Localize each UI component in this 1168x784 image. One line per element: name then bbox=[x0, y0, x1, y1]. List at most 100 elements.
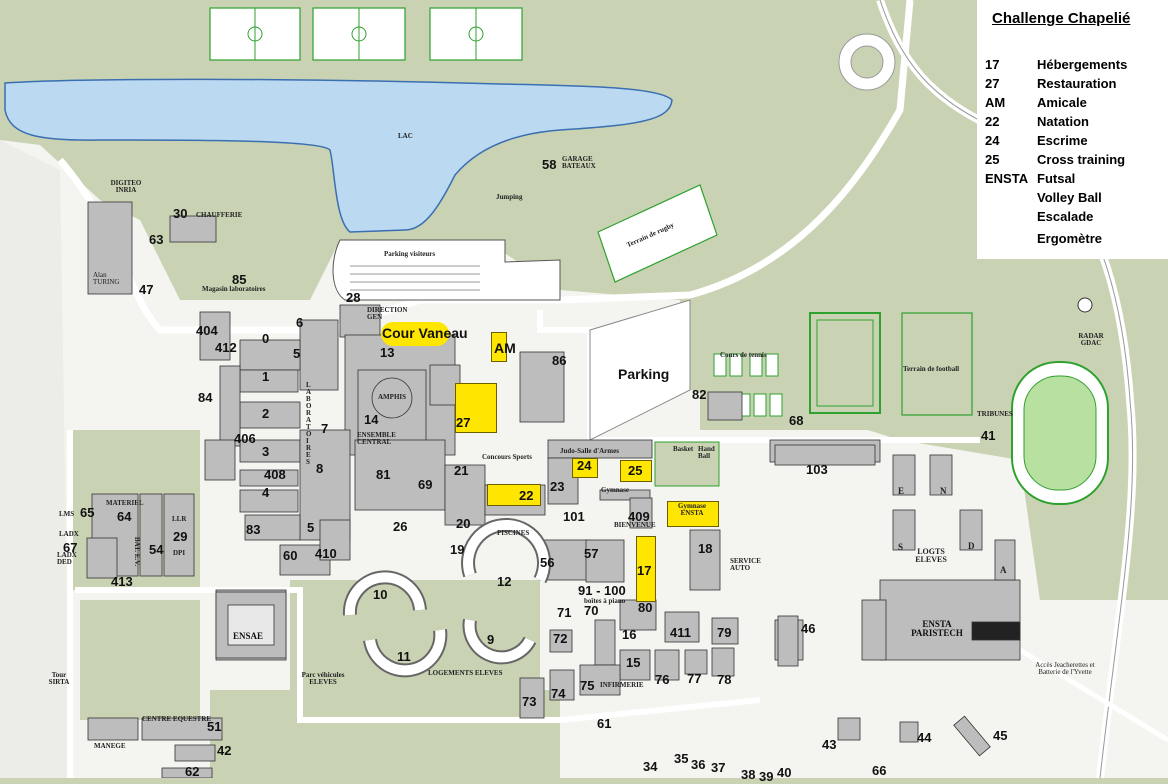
building-70: 70 bbox=[584, 603, 599, 618]
label-ladx: LADX bbox=[59, 530, 79, 538]
highlight-24 bbox=[572, 458, 598, 478]
label-radar: RADAR GDAC bbox=[1078, 332, 1104, 347]
label-chaufferie: CHAUFFERIE bbox=[196, 211, 243, 219]
building-44: 44 bbox=[917, 730, 932, 745]
label-ensae: ENSAE bbox=[233, 631, 264, 641]
label-gymnase: Gymnase bbox=[601, 486, 629, 494]
building-14: 14 bbox=[364, 412, 379, 427]
label-lac: LAC bbox=[398, 132, 413, 140]
legend-label: Amicale bbox=[1037, 95, 1087, 110]
building-408: 408 bbox=[264, 467, 286, 482]
building-404: 404 bbox=[196, 323, 218, 338]
legend-code: ENSTA bbox=[985, 171, 1029, 186]
label-laboratoires: LABORATOIRES bbox=[306, 381, 312, 466]
building-51: 51 bbox=[207, 719, 222, 734]
legend-row: Escalade bbox=[985, 209, 1093, 224]
building-81: 81 bbox=[376, 467, 391, 482]
building-4: 4 bbox=[262, 485, 270, 500]
label-magasin: Magasin laboratoires bbox=[202, 285, 266, 293]
building-83: 83 bbox=[246, 522, 261, 537]
label-parc-vehicules: Parc véhicules ELEVES bbox=[301, 671, 345, 686]
building-84: 84 bbox=[198, 390, 213, 405]
legend-row: Ergomètre bbox=[985, 231, 1102, 246]
building-23: 23 bbox=[550, 479, 565, 494]
legend-label: Futsal bbox=[1037, 171, 1076, 186]
label-am: AM bbox=[494, 340, 516, 356]
building-43: 43 bbox=[822, 737, 837, 752]
label-judo: Judo-Salle d'Armes bbox=[560, 447, 619, 455]
legend-label: Hébergements bbox=[1037, 57, 1128, 72]
label-s: S bbox=[898, 542, 904, 552]
label-a: A bbox=[1000, 565, 1007, 575]
label-bienvenue: BIENVENUE bbox=[614, 521, 656, 529]
building-5b: 5 bbox=[307, 520, 315, 535]
highlight-25 bbox=[620, 460, 652, 482]
legend-label: Escrime bbox=[1037, 133, 1088, 148]
building-34: 34 bbox=[643, 759, 658, 774]
label-cour-vaneau: Cour Vaneau bbox=[382, 325, 468, 341]
building-6: 6 bbox=[296, 315, 304, 330]
highlight-gymnase-ensta bbox=[667, 501, 719, 527]
label-logements-eleves: LOGEMENTS ELEVES bbox=[428, 669, 503, 677]
legend-label: Escalade bbox=[1037, 209, 1094, 224]
building-411: 411 bbox=[670, 625, 691, 640]
building-409: 409 bbox=[628, 509, 650, 524]
building-15: 15 bbox=[626, 655, 641, 670]
legend-title: Challenge Chapelié bbox=[992, 10, 1131, 27]
building-101: 101 bbox=[563, 509, 585, 524]
building-9: 9 bbox=[487, 632, 495, 647]
building-10: 10 bbox=[373, 587, 388, 602]
building-7: 7 bbox=[321, 421, 329, 436]
building-13: 13 bbox=[380, 345, 395, 360]
building-103: 103 bbox=[806, 462, 828, 477]
label-lms: LMS bbox=[59, 510, 75, 518]
label-manege: MANEGE bbox=[94, 742, 126, 750]
building-63: 63 bbox=[149, 232, 164, 247]
highlight-27 bbox=[455, 383, 497, 433]
label-basket: Basket bbox=[673, 445, 694, 453]
legend-row: ENSTA Futsal bbox=[985, 171, 1075, 186]
building-82: 82 bbox=[692, 387, 707, 402]
building-8: 8 bbox=[316, 461, 324, 476]
building-0: 0 bbox=[262, 331, 270, 346]
building-91-100: 91 - 100 bbox=[578, 583, 626, 598]
building-16: 16 bbox=[622, 627, 637, 642]
building-64: 64 bbox=[117, 509, 132, 524]
label-e: E bbox=[898, 486, 905, 496]
label-boites-piano: boîtes à piano bbox=[584, 597, 626, 605]
legend-label: Natation bbox=[1037, 114, 1089, 129]
building-68: 68 bbox=[789, 413, 804, 428]
building-67: 67 bbox=[63, 540, 78, 555]
building-37: 37 bbox=[711, 760, 726, 775]
label-25: 25 bbox=[628, 463, 643, 478]
label-digiteo: DIGITEO INRIA bbox=[110, 179, 142, 194]
legend-code: 25 bbox=[985, 152, 1000, 167]
legend-code: 24 bbox=[985, 133, 1000, 148]
label-n: N bbox=[940, 486, 947, 496]
building-29: 29 bbox=[173, 529, 188, 544]
building-20: 20 bbox=[456, 516, 471, 531]
building-57: 57 bbox=[584, 546, 599, 561]
building-77: 77 bbox=[687, 671, 702, 686]
legend-row: 24 Escrime bbox=[985, 133, 1088, 148]
building-76: 76 bbox=[655, 672, 670, 687]
label-parking: Parking bbox=[618, 366, 670, 382]
building-54: 54 bbox=[149, 542, 164, 557]
building-30: 30 bbox=[173, 206, 188, 221]
legend-label: Volley Ball bbox=[1037, 190, 1102, 205]
building-28: 28 bbox=[346, 290, 361, 305]
label-handball: Hand Ball bbox=[698, 445, 715, 460]
building-65: 65 bbox=[80, 505, 95, 520]
highlight-cour-vaneau bbox=[381, 322, 449, 346]
building-69: 69 bbox=[418, 477, 433, 492]
label-jumping: Jumping bbox=[496, 193, 523, 201]
legend-label: Ergomètre bbox=[1037, 231, 1103, 246]
building-1: 1 bbox=[262, 369, 270, 384]
building-60: 60 bbox=[283, 548, 298, 563]
label-ladx-ded: LADX DED bbox=[57, 551, 77, 566]
